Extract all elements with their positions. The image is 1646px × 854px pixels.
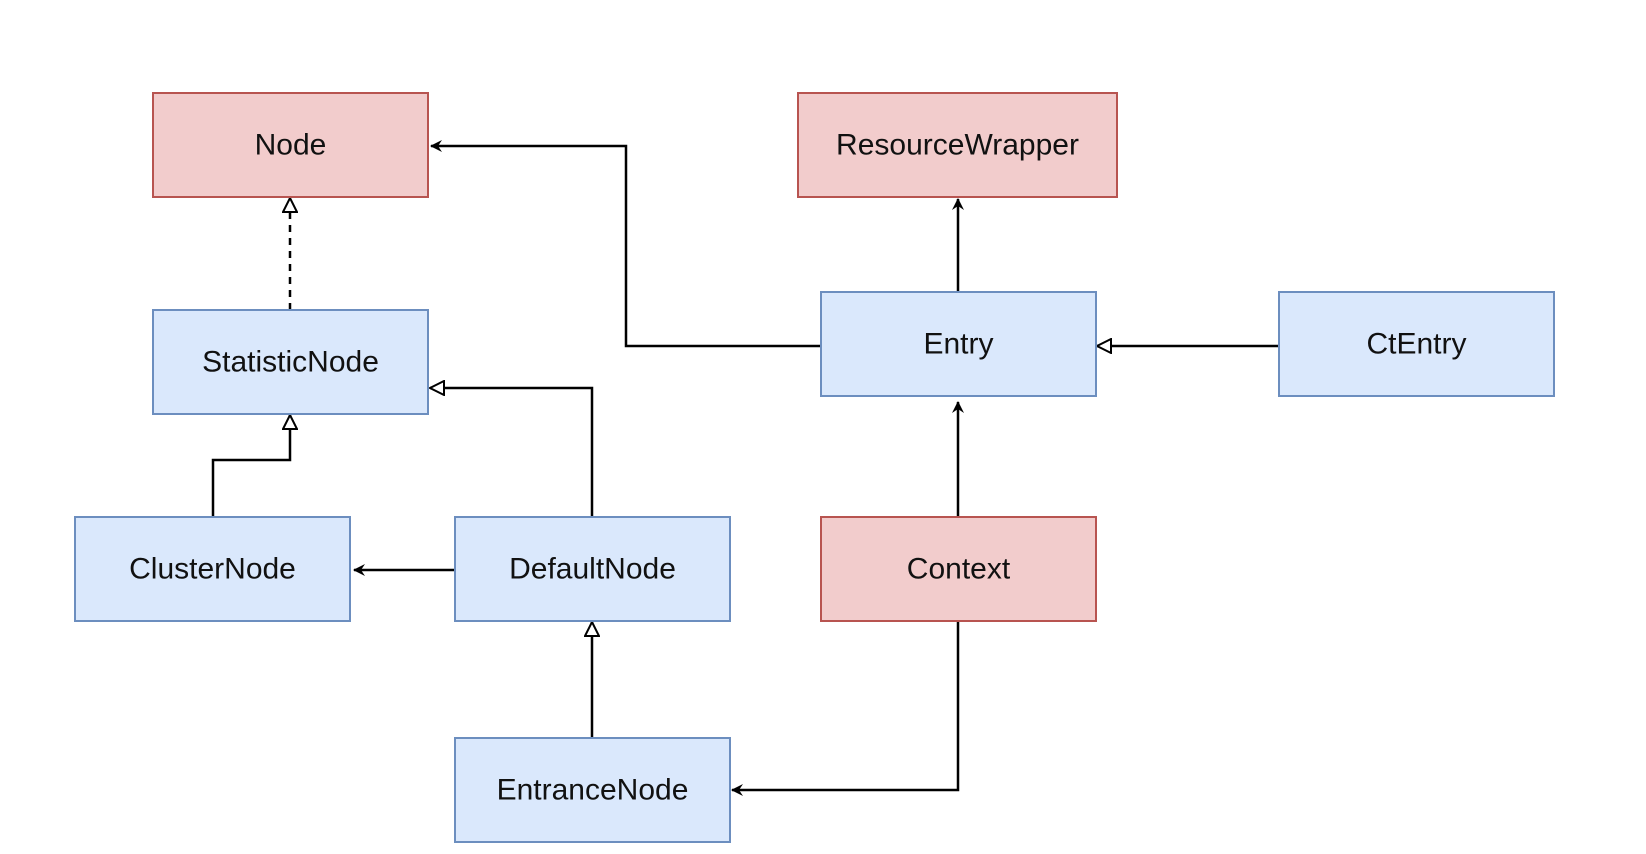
node-ct-entry-box bbox=[1278, 291, 1555, 397]
node-entrance-node-label: EntranceNode bbox=[497, 774, 689, 807]
node-node-box bbox=[152, 92, 429, 198]
node-context-label: Context bbox=[907, 553, 1011, 586]
node-cluster-node: ClusterNode bbox=[74, 516, 351, 622]
node-statistic-node-label: StatisticNode bbox=[202, 346, 379, 379]
nodes: Node ResourceWrapper StatisticNode Entry… bbox=[74, 92, 1555, 843]
node-resource-wrapper-box bbox=[797, 92, 1118, 198]
node-statistic-node: StatisticNode bbox=[152, 309, 429, 415]
edges bbox=[211, 140, 1279, 796]
node-entrance-node-box bbox=[454, 737, 731, 843]
edge-context-refs-entrance-node bbox=[731, 620, 960, 796]
edge-cluster-node-extends-statistic-node bbox=[211, 415, 290, 517]
node-entry: Entry bbox=[820, 291, 1097, 397]
node-node: Node bbox=[152, 92, 429, 198]
node-cluster-node-label: ClusterNode bbox=[129, 553, 296, 586]
node-context-box bbox=[820, 516, 1097, 622]
node-ct-entry: CtEntry bbox=[1278, 291, 1555, 397]
node-default-node-label: DefaultNode bbox=[509, 553, 676, 586]
node-node-label: Node bbox=[255, 129, 327, 162]
node-default-node: DefaultNode bbox=[454, 516, 731, 622]
node-ct-entry-label: CtEntry bbox=[1366, 328, 1466, 361]
node-resource-wrapper: ResourceWrapper bbox=[797, 92, 1118, 198]
node-statistic-node-box bbox=[152, 309, 429, 415]
node-context: Context bbox=[820, 516, 1097, 622]
node-cluster-node-box bbox=[74, 516, 351, 622]
edge-entry-refs-node bbox=[430, 140, 822, 348]
node-resource-wrapper-label: ResourceWrapper bbox=[836, 129, 1079, 162]
edge-default-node-extends-statistic-node bbox=[430, 388, 594, 517]
node-default-node-box bbox=[454, 516, 731, 622]
node-entrance-node: EntranceNode bbox=[454, 737, 731, 843]
node-entry-label: Entry bbox=[923, 328, 993, 361]
node-entry-box bbox=[820, 291, 1097, 397]
